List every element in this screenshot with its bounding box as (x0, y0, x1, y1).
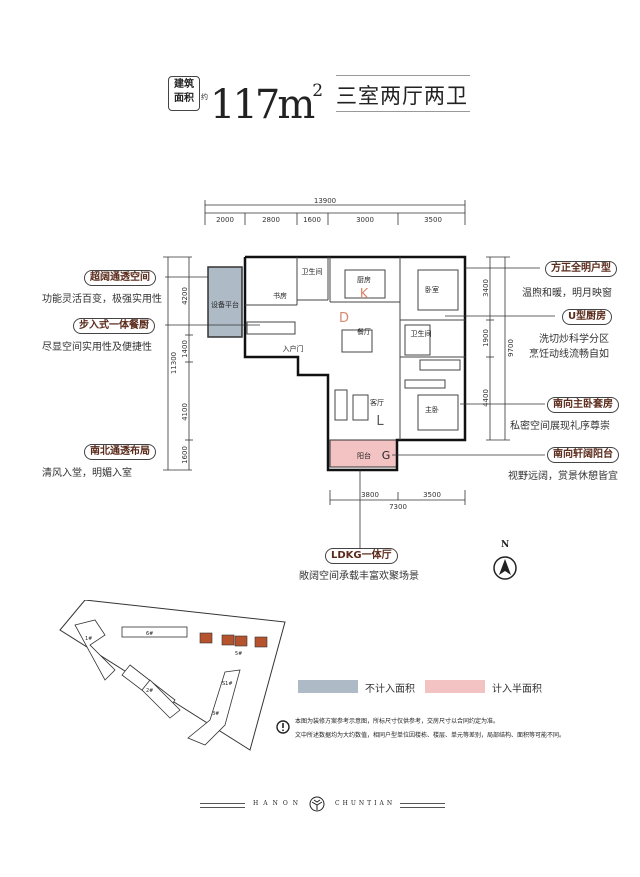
area-label-box: 建筑 面积 (168, 76, 200, 111)
dim-left-1: 4200 (181, 287, 189, 305)
room-kitchen-letter: K (360, 287, 369, 302)
site-map: 1# 6# 5# 2# S1# 3# (59, 600, 286, 751)
room-study: 书房 (273, 291, 287, 300)
brand-logo-icon (309, 796, 325, 812)
callout-right-4-title: 南向轩阔阳台 (547, 447, 619, 463)
legend-label-excluded: 不计入面积 (365, 684, 415, 695)
footer-rule-left (200, 803, 245, 808)
building-3: 3# (212, 711, 219, 717)
layout-type: 三室两厅两卫 (336, 84, 468, 108)
area-unit-sup: 2 (312, 81, 324, 101)
layout-type-rule-top (336, 75, 470, 76)
callout-right-4-desc: 视野远阔，赏景休憩皆宜 (508, 471, 618, 482)
room-bath2: 卫生间 (411, 329, 432, 338)
layout-type-rule-bottom (336, 111, 470, 112)
building-6: 6# (146, 631, 153, 637)
callout-right-2-desc-2: 烹饪动线流畅自如 (529, 349, 609, 360)
callout-left-2-desc: 尽显空间实用性及便捷性 (42, 342, 152, 353)
dim-top-1: 2000 (216, 216, 234, 224)
callout-bottom-title: LDKG一体厅 (325, 548, 398, 564)
dim-top-3: 1600 (303, 216, 321, 224)
callout-right-1-title: 方正全明户型 (545, 261, 617, 277)
dim-right-3: 4400 (482, 389, 490, 407)
legend-label-half: 计入半面积 (492, 684, 542, 695)
disclaimer-line-1: 本图为装修方案参考示意图，所标尺寸仅供参考，交房尺寸以合同约定为准。 (295, 718, 500, 725)
compass-label: N (501, 540, 510, 550)
approx-label: 约 (201, 93, 208, 101)
dim-bottom-total: 7300 (389, 503, 407, 511)
footer-brand-left: HANON (253, 800, 303, 807)
room-equipment: 设备平台 (211, 300, 239, 309)
callout-right-1-desc: 温煦和暖，明月映窗 (522, 288, 612, 299)
room-bath1: 卫生间 (302, 267, 323, 276)
building-5: 5# (235, 651, 242, 657)
building-s1: S1# (222, 681, 233, 687)
room-living-letter: L (376, 414, 384, 429)
room-living: 客厅 (370, 398, 384, 407)
dim-left-total: 11300 (170, 352, 178, 374)
dim-left-4: 1600 (181, 446, 189, 464)
room-kitchen: 厨房 (357, 275, 371, 284)
callout-right-2-title: U型厨房 (562, 309, 613, 325)
callout-right-2-desc-1: 洗切炒科学分区 (539, 334, 609, 345)
callout-left-2-title: 步入式一体餐厨 (73, 318, 155, 334)
disclaimer-line-2: 文中所述数据均为大约数值，相同户型单位因楼栋、楼层、单元等差别，局部结构、面积等… (295, 732, 566, 739)
callout-right-3-desc: 私密空间展现礼序尊崇 (510, 421, 610, 432)
callout-right-3-title: 南向主卧套房 (547, 397, 619, 413)
room-balcony: 阳台 (357, 451, 371, 460)
dim-bottom-1: 3800 (361, 491, 379, 499)
building-1: 1# (85, 636, 92, 642)
floor-plan: 13900 2000 2800 1600 3000 3500 11300 420… (163, 197, 555, 548)
callout-left-1-title: 超阔通透空间 (84, 270, 156, 286)
area-value: 117m2 (210, 66, 323, 130)
callout-bottom-desc: 敞阔空间承载丰富欢聚场景 (299, 571, 419, 582)
dim-left-2: 1400 (181, 340, 189, 358)
balcony-area (329, 439, 398, 468)
dim-right-total: 9700 (507, 339, 515, 357)
room-bedroom: 卧室 (425, 285, 439, 294)
dim-bottom-2: 3500 (423, 491, 441, 499)
building-2: 2# (146, 688, 153, 694)
room-master: 主卧 (425, 405, 439, 414)
dim-right-1: 3400 (482, 279, 490, 297)
callout-left-3-desc: 清风入堂，明媚入室 (42, 468, 132, 479)
room-balcony-letter: G (382, 449, 391, 462)
area-label-line1: 建筑 (174, 79, 194, 90)
dim-top-2: 2800 (262, 216, 280, 224)
footer-rule-right (400, 803, 445, 808)
legend-swatch-half (425, 680, 485, 693)
dim-right-2: 1900 (482, 329, 490, 347)
callout-left-1-desc: 功能灵活百变，极强实用性 (42, 294, 162, 305)
room-dining-letter: D (339, 311, 349, 326)
dim-top-4: 3000 (356, 216, 374, 224)
dim-top-total: 13900 (314, 197, 336, 205)
warning-icon (276, 720, 290, 734)
dim-left-3: 4100 (181, 403, 189, 421)
dim-top-5: 3500 (424, 216, 442, 224)
area-number: 117m (210, 82, 315, 128)
legend-swatch-excluded (298, 680, 358, 693)
callout-left-3-title: 南北通透布局 (84, 444, 156, 460)
room-dining: 餐厅 (357, 327, 371, 336)
room-entrance: 入户门 (283, 344, 304, 353)
area-label-line2: 面积 (174, 93, 194, 104)
north-arrow-icon (493, 556, 517, 580)
footer-brand-right: CHUNTIAN (335, 800, 396, 807)
